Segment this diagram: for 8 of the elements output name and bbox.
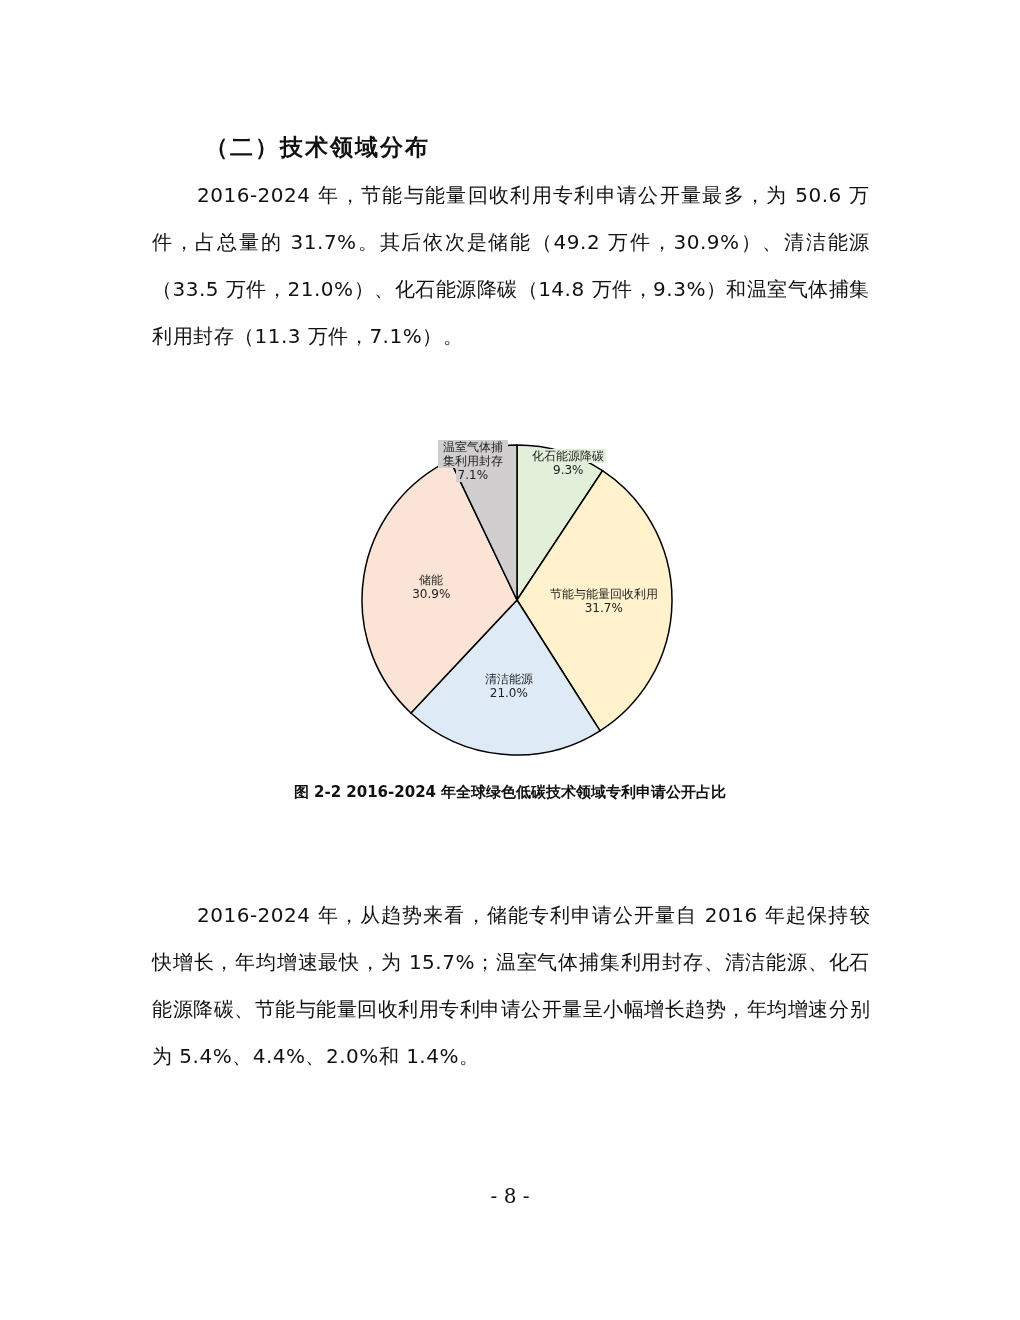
section-heading: （二）技术领域分布 — [205, 133, 430, 162]
slice-label: 化石能源降碳 — [530, 449, 607, 464]
slice-label: 温室气体捕集利用封存 — [437, 439, 508, 468]
paragraph: 2016-2024 年，从趋势来看，储能专利申请公开量自 2016 年起保持较快增长，年均增速最快，为 15.7%；温室气体捕集利用封存、清洁能源、化石能源降碳、节能与能量回收利用专利申请公开量呈小幅增长趋势，年均增速分别为 5.4%、4.4%、2.0%和 1.4%。 — [152, 902, 870, 1070]
page-number: - 8 - — [489, 1184, 531, 1208]
figure-caption: 图 2-2 2016-2024 年全球绿色低碳技术领域专利申请公开占比 — [292, 783, 728, 802]
slice-label: 清洁能源 — [482, 672, 535, 687]
paragraph: 2016-2024 年，节能与能量回收利用专利申请公开量最多，为 50.6 万件，占总量的 31.7%。其后依次是储能（49.2 万件，30.9%）、清洁能源（33.5 万件，21.0%）、化石能源降碳（14.8 万件，9.3%）和温室气体捕集利用封存（11.3 万件，7.1%）。 — [152, 182, 870, 350]
